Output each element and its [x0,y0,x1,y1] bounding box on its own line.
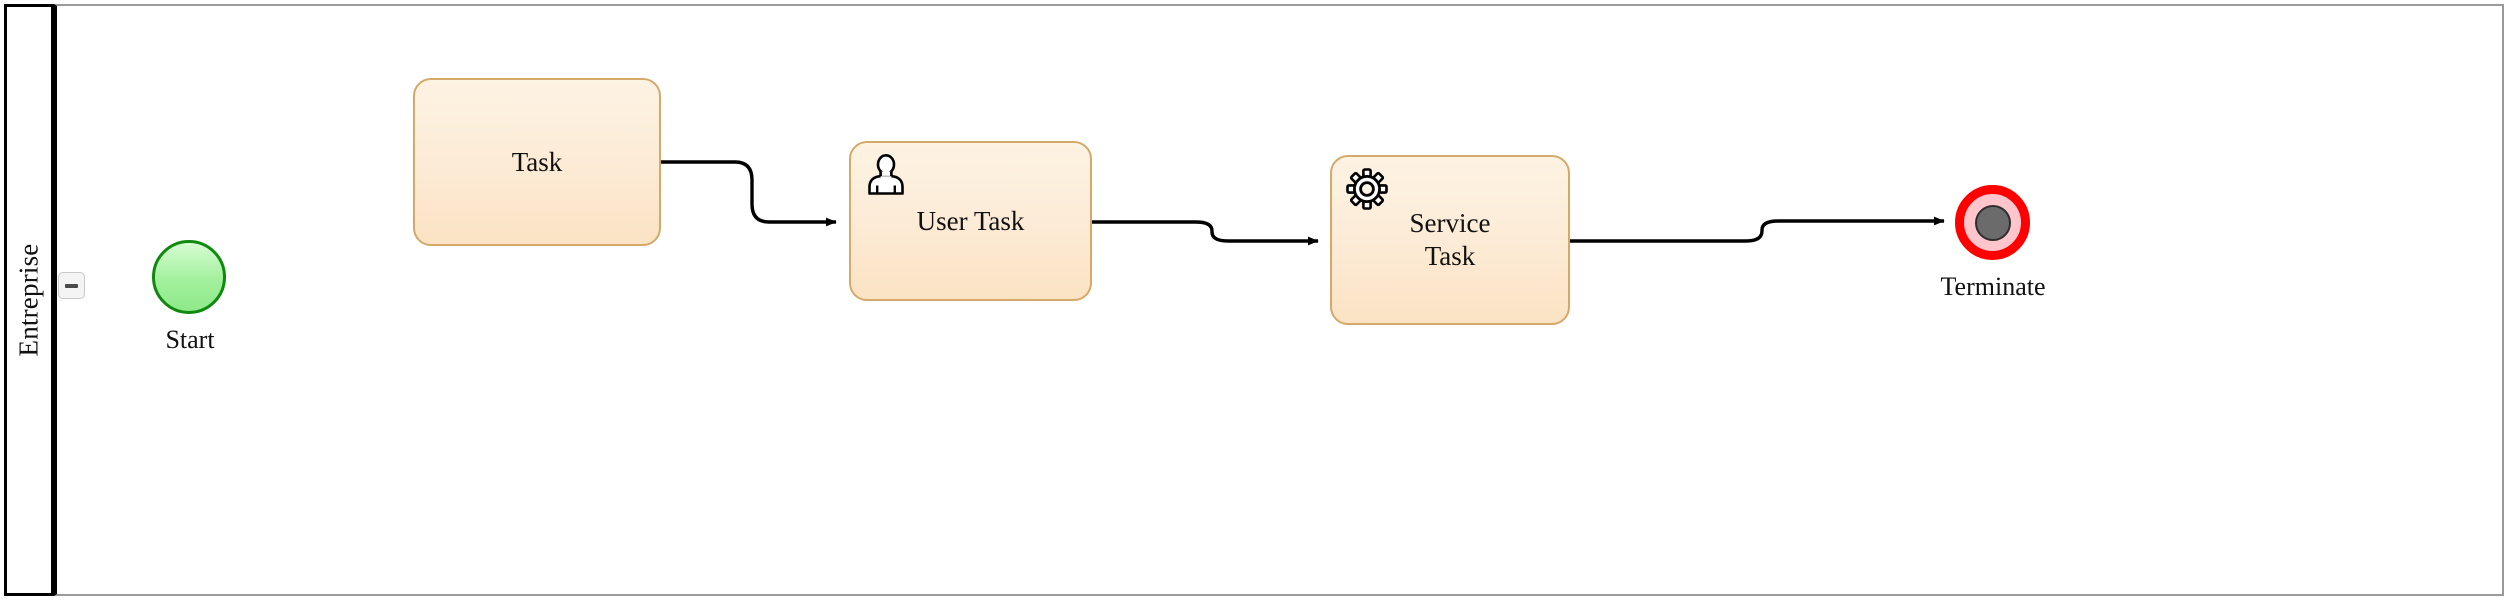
gear-icon [1345,167,1389,211]
task-plain[interactable]: Task [413,78,661,246]
start-event[interactable] [152,240,226,314]
terminate-end-event-label: Terminate [1940,272,2046,301]
task-service-label: Service Task [1409,208,1491,271]
minus-icon [65,283,78,288]
task-user-label: User Task [916,205,1025,236]
start-event-label: Start [165,325,215,354]
terminate-end-event[interactable] [1955,185,2030,260]
terminate-inner-circle [1974,204,2011,241]
lane-header-entreprise[interactable]: Entreprise [4,4,54,596]
task-service[interactable]: Service Task [1330,155,1570,325]
lane-header-label: Entreprise [13,243,44,357]
pool: Entreprise [4,4,2504,596]
task-user[interactable]: User Task [849,141,1092,301]
user-icon [864,153,908,197]
lane-collapse-button[interactable] [58,272,85,299]
task-plain-label: Task [511,146,563,177]
